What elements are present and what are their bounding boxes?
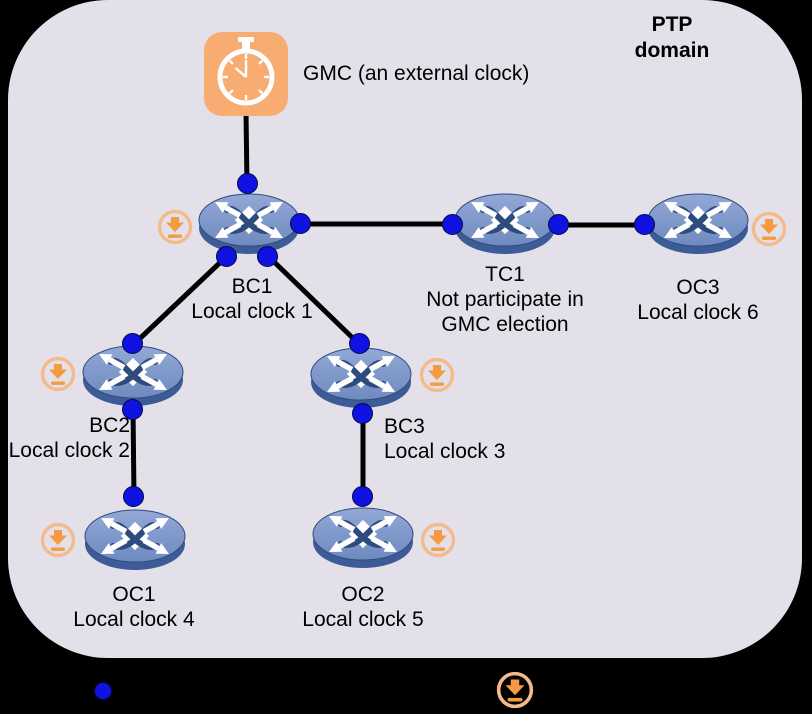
ptp-port-dot-oc1-top <box>123 486 144 507</box>
node-oc2[interactable] <box>311 500 415 576</box>
node-oc3[interactable] <box>646 186 750 262</box>
ptp-port-dot-bc1-bottom-right <box>257 246 278 267</box>
ptp-port-dot-bc1-right <box>290 213 311 234</box>
node-desc: Local clock 6 <box>637 301 759 324</box>
node-desc: Local clock 3 <box>384 440 506 463</box>
legend-blue-dot-icon <box>94 682 112 700</box>
ptp-port-dot-bc1-top <box>237 173 258 194</box>
router-icon <box>311 500 415 576</box>
router-icon <box>83 502 187 578</box>
ptp-domain-title-line2: domain <box>634 39 710 62</box>
ptp-port-dot-bc2-top <box>122 333 143 354</box>
label-bc1: BC1 Local clock 1 <box>152 274 352 324</box>
down-arrow-circle-icon-bc1 <box>157 209 193 245</box>
gmc-node[interactable] <box>204 32 288 116</box>
label-tc1: TC1 Not participate in GMC election <box>405 262 605 337</box>
stopwatch-icon <box>217 37 275 106</box>
node-name: OC3 <box>676 276 720 299</box>
link-bc1-bc3 <box>265 253 363 348</box>
label-oc1: OC1 Local clock 4 <box>34 582 234 632</box>
ptp-port-dot-bc2-bottom <box>122 399 143 420</box>
router-icon <box>646 186 750 262</box>
node-bc1[interactable] <box>197 186 301 262</box>
legend-down-arrow-circle-icon <box>496 671 534 709</box>
node-name: BC1 <box>231 275 273 298</box>
node-desc: Local clock 2 <box>8 439 130 462</box>
node-name: BC2 <box>89 414 130 437</box>
down-arrow-circle-icon-oc3 <box>751 211 787 247</box>
ptp-port-dot-tc1-right <box>548 214 569 235</box>
down-arrow-circle-icon-bc3 <box>419 357 455 393</box>
node-desc: GMC election <box>441 313 569 336</box>
router-icon <box>453 186 557 262</box>
node-desc: Local clock 5 <box>302 608 424 631</box>
node-name: BC3 <box>384 415 425 438</box>
node-desc: Not participate in <box>426 288 584 311</box>
node-desc: Local clock 1 <box>191 300 313 323</box>
label-oc3: OC3 Local clock 6 <box>598 275 798 325</box>
node-name: OC2 <box>341 583 385 606</box>
gmc-label: GMC (an external clock) <box>303 62 530 85</box>
node-name: OC1 <box>112 583 156 606</box>
ptp-port-dot-bc3-bottom <box>352 403 373 424</box>
link-bc2-oc1 <box>130 405 137 500</box>
ptp-port-dot-oc2-top <box>352 486 373 507</box>
down-arrow-circle-icon-oc1 <box>40 522 76 558</box>
node-oc1[interactable] <box>83 502 187 578</box>
node-name: TC1 <box>485 263 525 286</box>
node-tc1[interactable] <box>453 186 557 262</box>
label-oc2: OC2 Local clock 5 <box>263 582 463 632</box>
ptp-port-dot-oc3-left <box>634 214 655 235</box>
ptp-domain-title: PTP domain <box>612 12 732 64</box>
down-arrow-circle-icon-bc2 <box>40 356 76 392</box>
ptp-port-dot-bc1-bottom-left <box>216 246 237 267</box>
ptp-port-dot-tc1-left <box>442 214 463 235</box>
link-bc1-bc2 <box>130 253 230 348</box>
label-bc2: BC2 Local clock 2 <box>0 413 130 463</box>
ptp-port-dot-bc3-top <box>349 333 370 354</box>
router-icon <box>197 186 301 262</box>
down-arrow-circle-icon-oc2 <box>420 522 456 558</box>
node-desc: Local clock 4 <box>73 608 195 631</box>
ptp-domain-title-line1: PTP <box>651 13 693 36</box>
label-bc3: BC3 Local clock 3 <box>384 414 604 464</box>
